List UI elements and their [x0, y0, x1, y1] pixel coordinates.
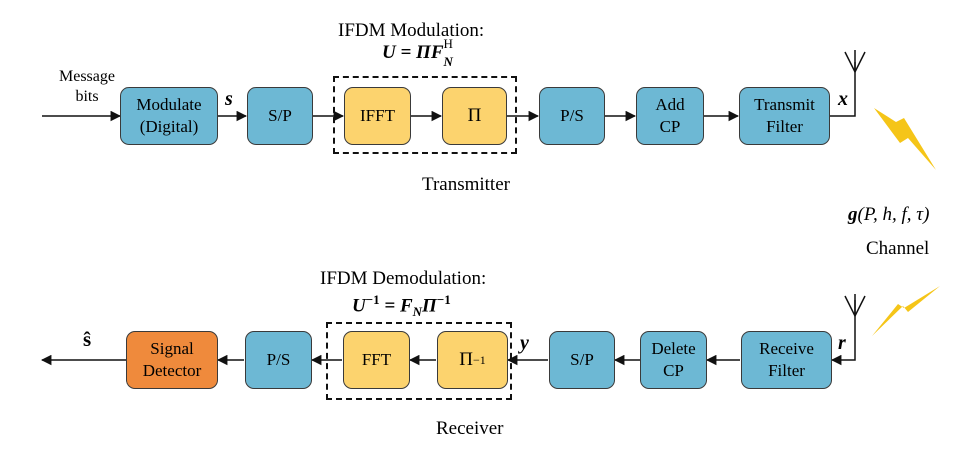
input-label-message-bits: Message bits — [59, 68, 115, 105]
demod-eq-mid: = F — [379, 295, 413, 317]
signal-detector-block: Signal Detector — [126, 331, 218, 389]
demod-eq-right: Π — [422, 295, 437, 317]
signal-label-s: s — [225, 88, 233, 110]
output-label-s-hat: ŝ — [83, 327, 92, 351]
channel-function-args: (P, h, f, τ) — [857, 204, 930, 225]
pi-inverse-symbol: Π — [459, 349, 473, 370]
modulation-eq-sup: H — [443, 36, 453, 51]
demodulation-equation: U−1 = FNΠ−1 — [352, 292, 451, 320]
channel-function-g: g — [848, 204, 858, 225]
signal-label-x: x — [838, 88, 848, 110]
ifdm-modulation-box — [333, 76, 517, 154]
sp-block-rx: S/P — [549, 331, 615, 389]
tx-antenna-feed — [830, 62, 856, 117]
add-cp-block: Add CP — [636, 87, 704, 145]
demod-eq-right-sup: −1 — [436, 292, 451, 307]
channel-title: Channel — [866, 238, 930, 259]
modulation-eq-sub: N — [443, 54, 453, 69]
transmit-filter-block: Transmit Filter — [739, 87, 830, 145]
signal-label-y: y — [520, 332, 529, 354]
delete-cp-block: Delete CP — [640, 331, 707, 389]
receive-filter-block: Receive Filter — [741, 331, 832, 389]
ifft-block: IFFT — [344, 87, 411, 145]
rx-antenna-icon — [844, 294, 866, 318]
ifdm-demodulation-box — [326, 322, 512, 400]
tx-antenna-icon — [844, 50, 866, 74]
ps-block-rx: P/S — [245, 331, 312, 389]
lightning-bolt-upper-icon — [874, 108, 936, 170]
channel-function: g(P, h, f, τ) — [848, 204, 929, 226]
ps-block-tx: P/S — [539, 87, 605, 145]
sp-block-tx: S/P — [247, 87, 313, 145]
fft-block: FFT — [343, 331, 410, 389]
pi-inverse-block: Π−1 — [437, 331, 508, 389]
modulation-title: IFDM Modulation: — [338, 20, 485, 41]
receiver-title: Receiver — [436, 418, 504, 439]
signal-label-r: r — [838, 332, 846, 354]
rx-antenna-feed — [830, 300, 856, 366]
pi-inverse-sup: −1 — [472, 353, 486, 367]
modulation-eq-main: U = ΠF — [382, 42, 444, 63]
demod-eq-left-sup: −1 — [365, 292, 380, 307]
pi-block: Π — [442, 87, 507, 145]
lightning-bolt-lower-icon — [872, 286, 940, 336]
demod-eq-sub: N — [412, 304, 423, 320]
demodulation-title: IFDM Demodulation: — [320, 268, 487, 289]
modulate-block: Modulate (Digital) — [120, 87, 218, 145]
transmitter-title: Transmitter — [422, 174, 510, 195]
demod-eq-left: U — [352, 295, 366, 317]
